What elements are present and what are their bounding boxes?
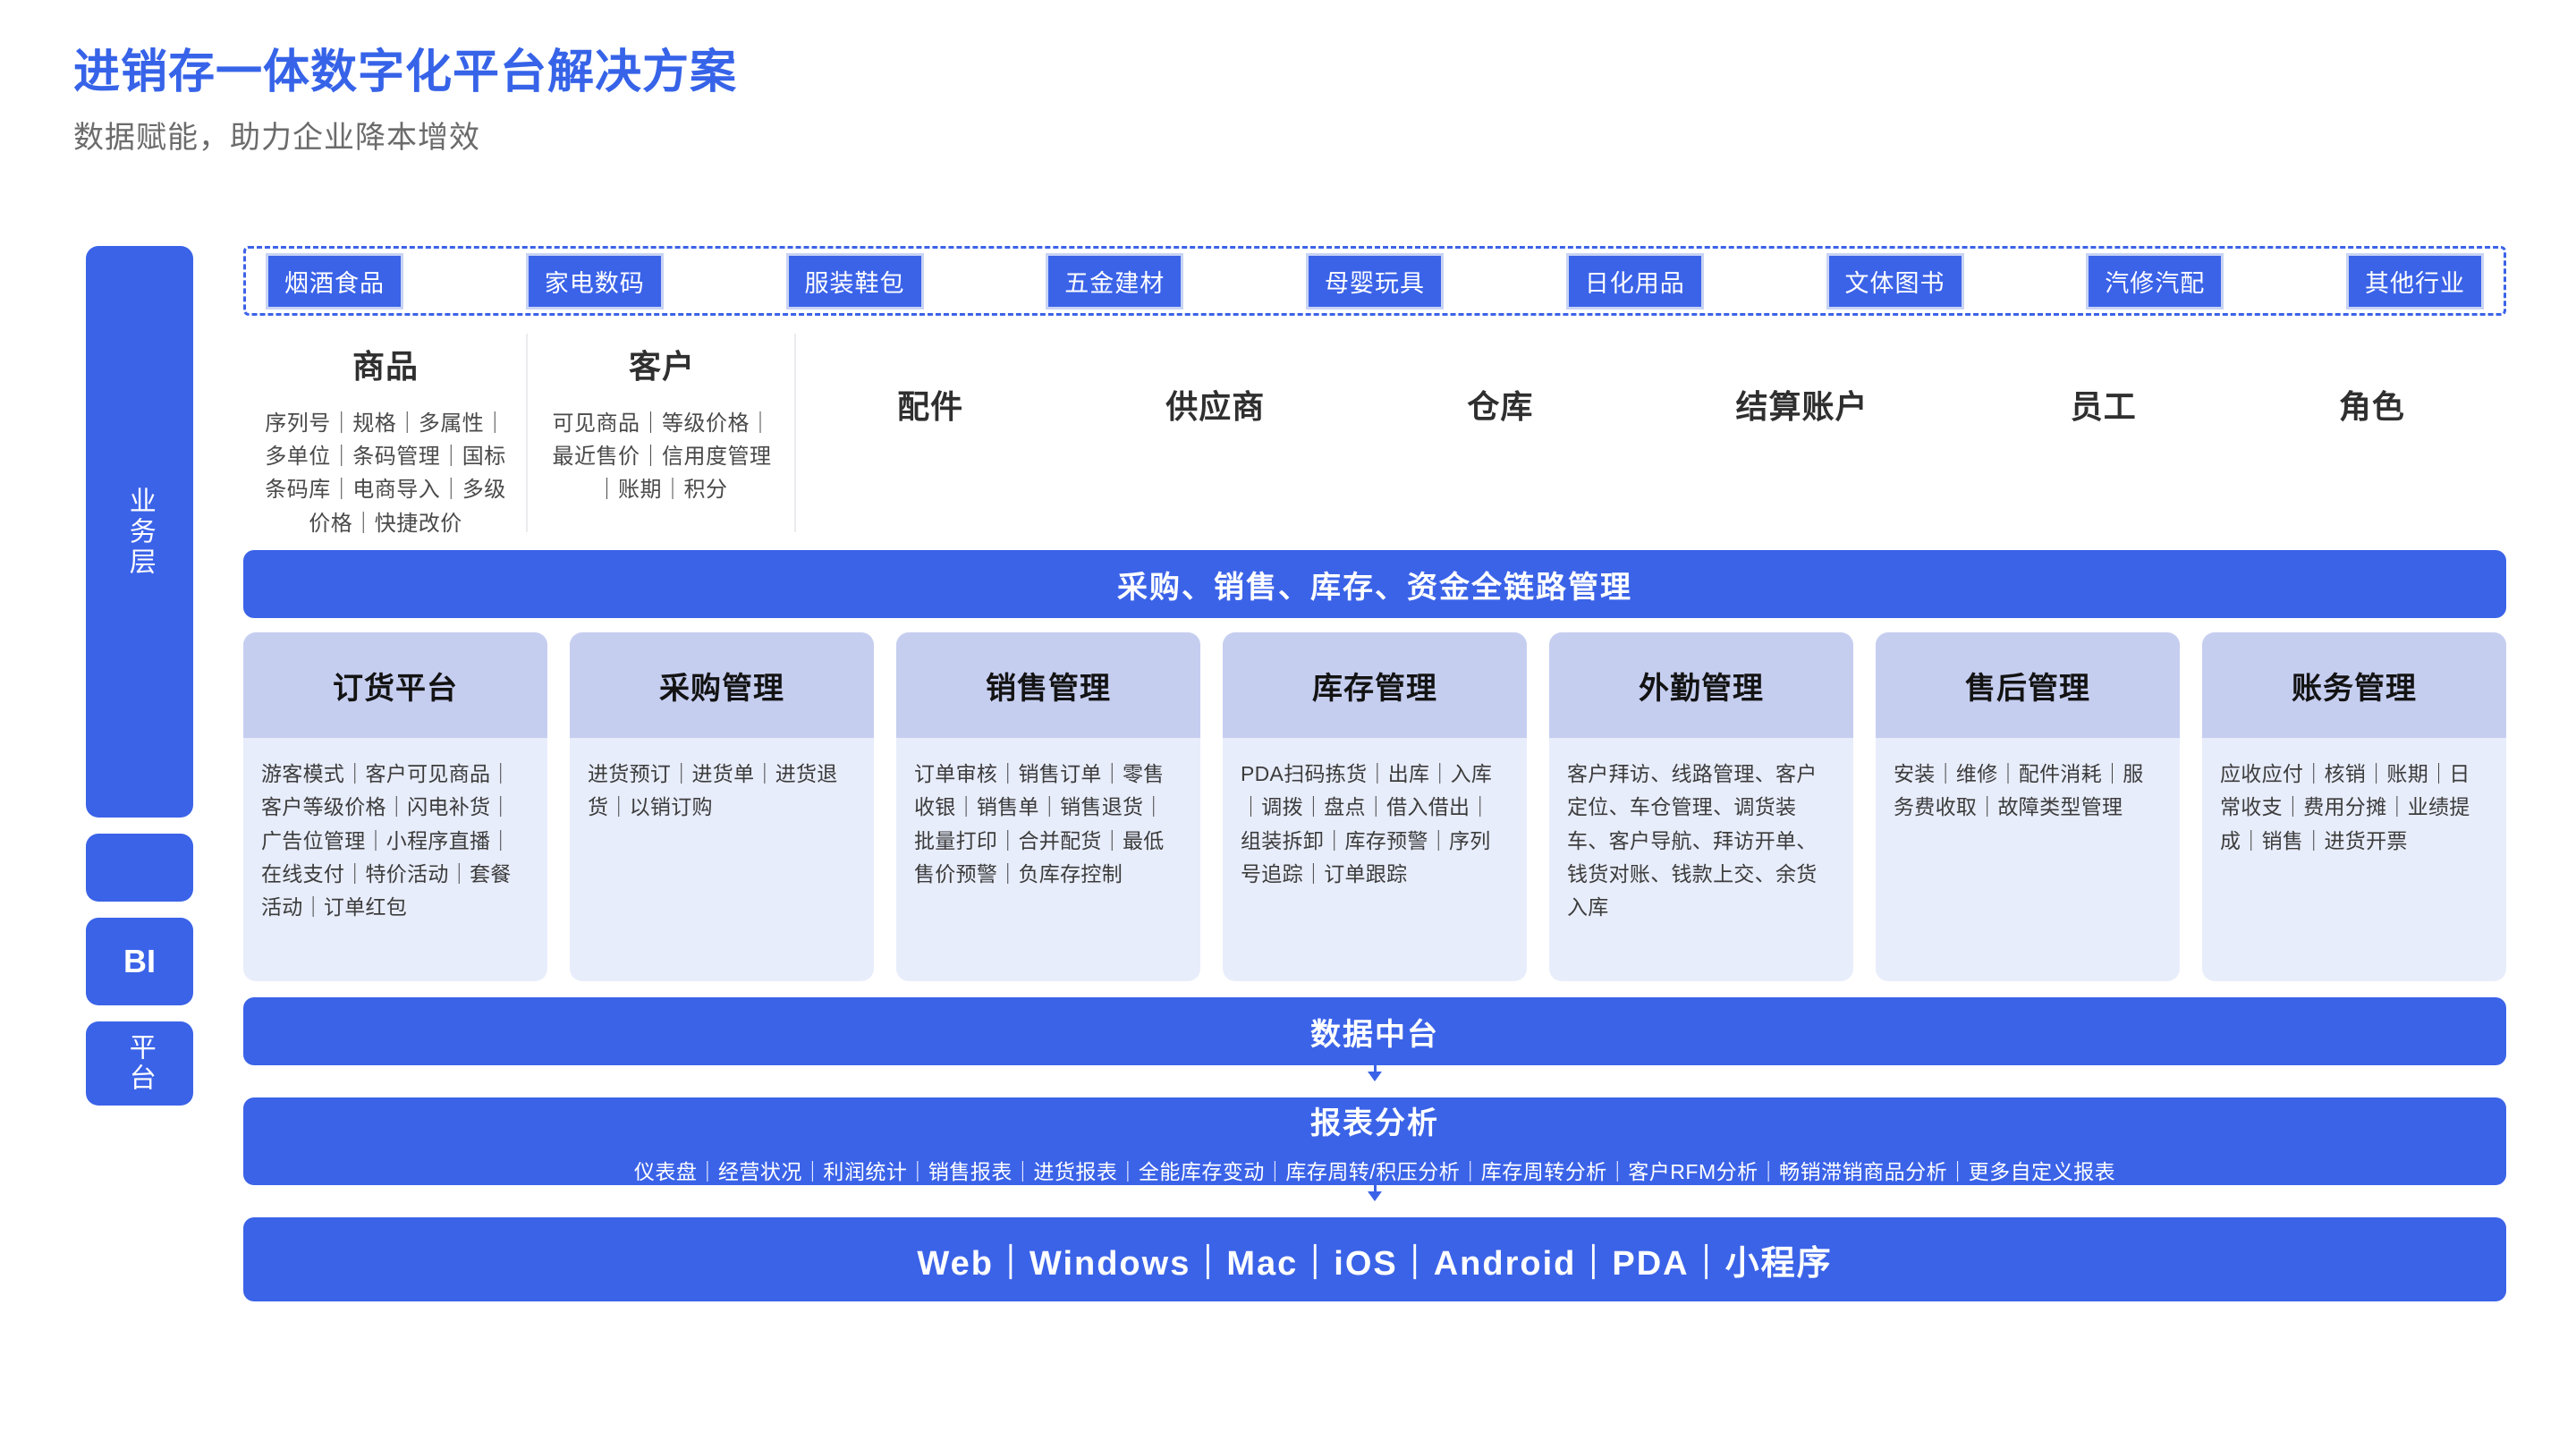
industry-tag-5[interactable]: 日化用品 xyxy=(1565,252,1704,309)
module-card-purchasing[interactable]: 采购管理 进货预订｜进货单｜进货退货｜以销订购 xyxy=(570,632,874,981)
platform-banner: Web｜Windows｜Mac｜iOS｜Android｜PDA｜小程序 xyxy=(243,1217,2506,1301)
module-card-desc: 客户拜访、线路管理、客户定位、车仓管理、调货装车、客户导航、拜访开单、钱货对账、… xyxy=(1567,762,1818,919)
module-cards-row: 订货平台 游客模式｜客户可见商品｜客户等级价格｜闪电补货｜广告位管理｜小程序直播… xyxy=(243,632,2506,981)
module-card-ordering-platform[interactable]: 订货平台 游客模式｜客户可见商品｜客户等级价格｜闪电补货｜广告位管理｜小程序直播… xyxy=(243,632,547,981)
report-analysis-banner: 报表分析 仪表盘｜经营状况｜利润统计｜销售报表｜进货报表｜全能库存变动｜库存周转… xyxy=(243,1097,2506,1185)
flow-arrow-to-reports xyxy=(243,1065,2506,1081)
module-card-desc: 游客模式｜客户可见商品｜客户等级价格｜闪电补货｜广告位管理｜小程序直播｜在线支付… xyxy=(261,762,512,919)
module-card-title: 售后管理 xyxy=(1876,632,2180,738)
data-platform-banner: 数据中台 xyxy=(243,997,2506,1065)
master-data-row: 商品 序列号｜规格｜多属性｜多单位｜条码管理｜国标条码库｜电商导入｜多级价格｜快… xyxy=(243,332,2506,539)
page-header: 进销存一体数字化平台解决方案 数据赋能，助力企业降本增效 xyxy=(73,47,737,157)
module-card-desc: 订单审核｜销售订单｜零售收银｜销售单｜销售退货｜批量打印｜合并配货｜最低售价预警… xyxy=(914,762,1165,886)
arrow-stem xyxy=(1373,1185,1377,1191)
master-data-item-role: 角色 xyxy=(2338,388,2405,425)
data-platform-banner-title: 数据中台 xyxy=(1310,1017,1439,1052)
module-card-title: 销售管理 xyxy=(896,632,1200,738)
full-chain-banner-title: 采购、销售、库存、资金全链路管理 xyxy=(1117,570,1632,605)
full-chain-banner: 采购、销售、库存、资金全链路管理 xyxy=(243,550,2506,618)
module-card-title: 订货平台 xyxy=(243,632,547,738)
master-data-customer-desc: 可见商品｜等级价格｜最近售价｜信用度管理｜账期｜积分 xyxy=(552,411,772,503)
master-data-product: 商品 序列号｜规格｜多属性｜多单位｜条码管理｜国标条码库｜电商导入｜多级价格｜快… xyxy=(243,332,528,540)
arrow-head-down-icon xyxy=(1368,1072,1382,1081)
module-card-accounting[interactable]: 账务管理 应收应付｜核销｜账期｜日常收支｜费用分摊｜业绩提成｜销售｜进货开票 xyxy=(2202,632,2506,981)
flow-arrow-to-platform xyxy=(243,1185,2506,1201)
industry-tag-6[interactable]: 文体图书 xyxy=(1826,252,1964,309)
module-card-title: 库存管理 xyxy=(1223,632,1527,738)
layer-block-business: 业务层 xyxy=(86,246,193,818)
module-card-desc: PDA扫码拣货｜出库｜入库｜调拨｜盘点｜借入借出｜组装拆卸｜库存预警｜序列号追踪… xyxy=(1241,762,1493,886)
industry-tag-7[interactable]: 汽修汽配 xyxy=(2086,252,2224,309)
industry-tag-3[interactable]: 五金建材 xyxy=(1046,252,1184,309)
layer-label-business: 业务层 xyxy=(124,486,155,578)
page-subtitle: 数据赋能，助力企业降本增效 xyxy=(73,120,480,155)
master-data-customer: 客户 可见商品｜等级价格｜最近售价｜信用度管理｜账期｜积分 xyxy=(528,332,796,532)
industry-tag-2[interactable]: 服装鞋包 xyxy=(785,252,924,309)
layer-block-data xyxy=(86,834,193,902)
module-card-title: 采购管理 xyxy=(570,632,874,738)
industry-tag-0[interactable]: 烟酒食品 xyxy=(266,252,403,309)
report-analysis-title: 报表分析 xyxy=(1310,1106,1439,1140)
arrow-head-down-icon xyxy=(1368,1191,1382,1201)
layer-block-platform: 平台 xyxy=(86,1021,193,1106)
master-data-item-employee: 员工 xyxy=(2070,388,2137,425)
module-card-inventory[interactable]: 库存管理 PDA扫码拣货｜出库｜入库｜调拨｜盘点｜借入借出｜组装拆卸｜库存预警｜… xyxy=(1223,632,1527,981)
industry-tag-4[interactable]: 母婴玩具 xyxy=(1306,252,1444,309)
module-card-after-sales[interactable]: 售后管理 安装｜维修｜配件消耗｜服务费收取｜故障类型管理 xyxy=(1876,632,2180,981)
module-card-desc: 进货预订｜进货单｜进货退货｜以销订购 xyxy=(588,762,838,819)
module-card-desc: 安装｜维修｜配件消耗｜服务费收取｜故障类型管理 xyxy=(1894,762,2144,819)
arrow-stem xyxy=(1373,1065,1377,1072)
module-card-title: 账务管理 xyxy=(2202,632,2506,738)
master-data-customer-title: 客户 xyxy=(628,348,695,385)
master-data-item-supplier: 供应商 xyxy=(1165,388,1266,425)
module-card-desc: 应收应付｜核销｜账期｜日常收支｜费用分摊｜业绩提成｜销售｜进货开票 xyxy=(2220,762,2470,852)
master-data-item-settlement-account: 结算账户 xyxy=(1735,388,1868,425)
layer-block-bi: BI xyxy=(86,918,193,1005)
master-data-simple-list: 配件 供应商 仓库 结算账户 员工 角色 xyxy=(796,332,2506,428)
master-data-item-warehouse: 仓库 xyxy=(1467,388,1534,425)
layer-label-platform: 平台 xyxy=(124,1033,155,1094)
master-data-product-title: 商品 xyxy=(352,348,419,385)
layer-label-bi: BI xyxy=(123,943,156,979)
module-card-title: 外勤管理 xyxy=(1549,632,1853,738)
report-analysis-items: 仪表盘｜经营状况｜利润统计｜销售报表｜进货报表｜全能库存变动｜库存周转/积压分析… xyxy=(633,1159,2116,1183)
platform-banner-title: Web｜Windows｜Mac｜iOS｜Android｜PDA｜小程序 xyxy=(917,1244,1833,1283)
layer-sidebar: 业务层 BI 平台 xyxy=(86,246,193,1106)
industry-tag-8[interactable]: 其他行业 xyxy=(2346,252,2484,309)
industry-tag-1[interactable]: 家电数码 xyxy=(525,252,664,309)
master-data-item-accessory: 配件 xyxy=(897,388,964,425)
master-data-product-desc: 序列号｜规格｜多属性｜多单位｜条码管理｜国标条码库｜电商导入｜多级价格｜快捷改价 xyxy=(265,411,506,536)
module-card-sales[interactable]: 销售管理 订单审核｜销售订单｜零售收银｜销售单｜销售退货｜批量打印｜合并配货｜最… xyxy=(896,632,1200,981)
module-card-field-service[interactable]: 外勤管理 客户拜访、线路管理、客户定位、车仓管理、调货装车、客户导航、拜访开单、… xyxy=(1549,632,1853,981)
main-column: 烟酒食品 家电数码 服装鞋包 五金建材 母婴玩具 日化用品 文体图书 汽修汽配 … xyxy=(243,246,2506,1301)
industry-tag-strip: 烟酒食品 家电数码 服装鞋包 五金建材 母婴玩具 日化用品 文体图书 汽修汽配 … xyxy=(243,246,2506,316)
page-title: 进销存一体数字化平台解决方案 xyxy=(73,47,738,98)
